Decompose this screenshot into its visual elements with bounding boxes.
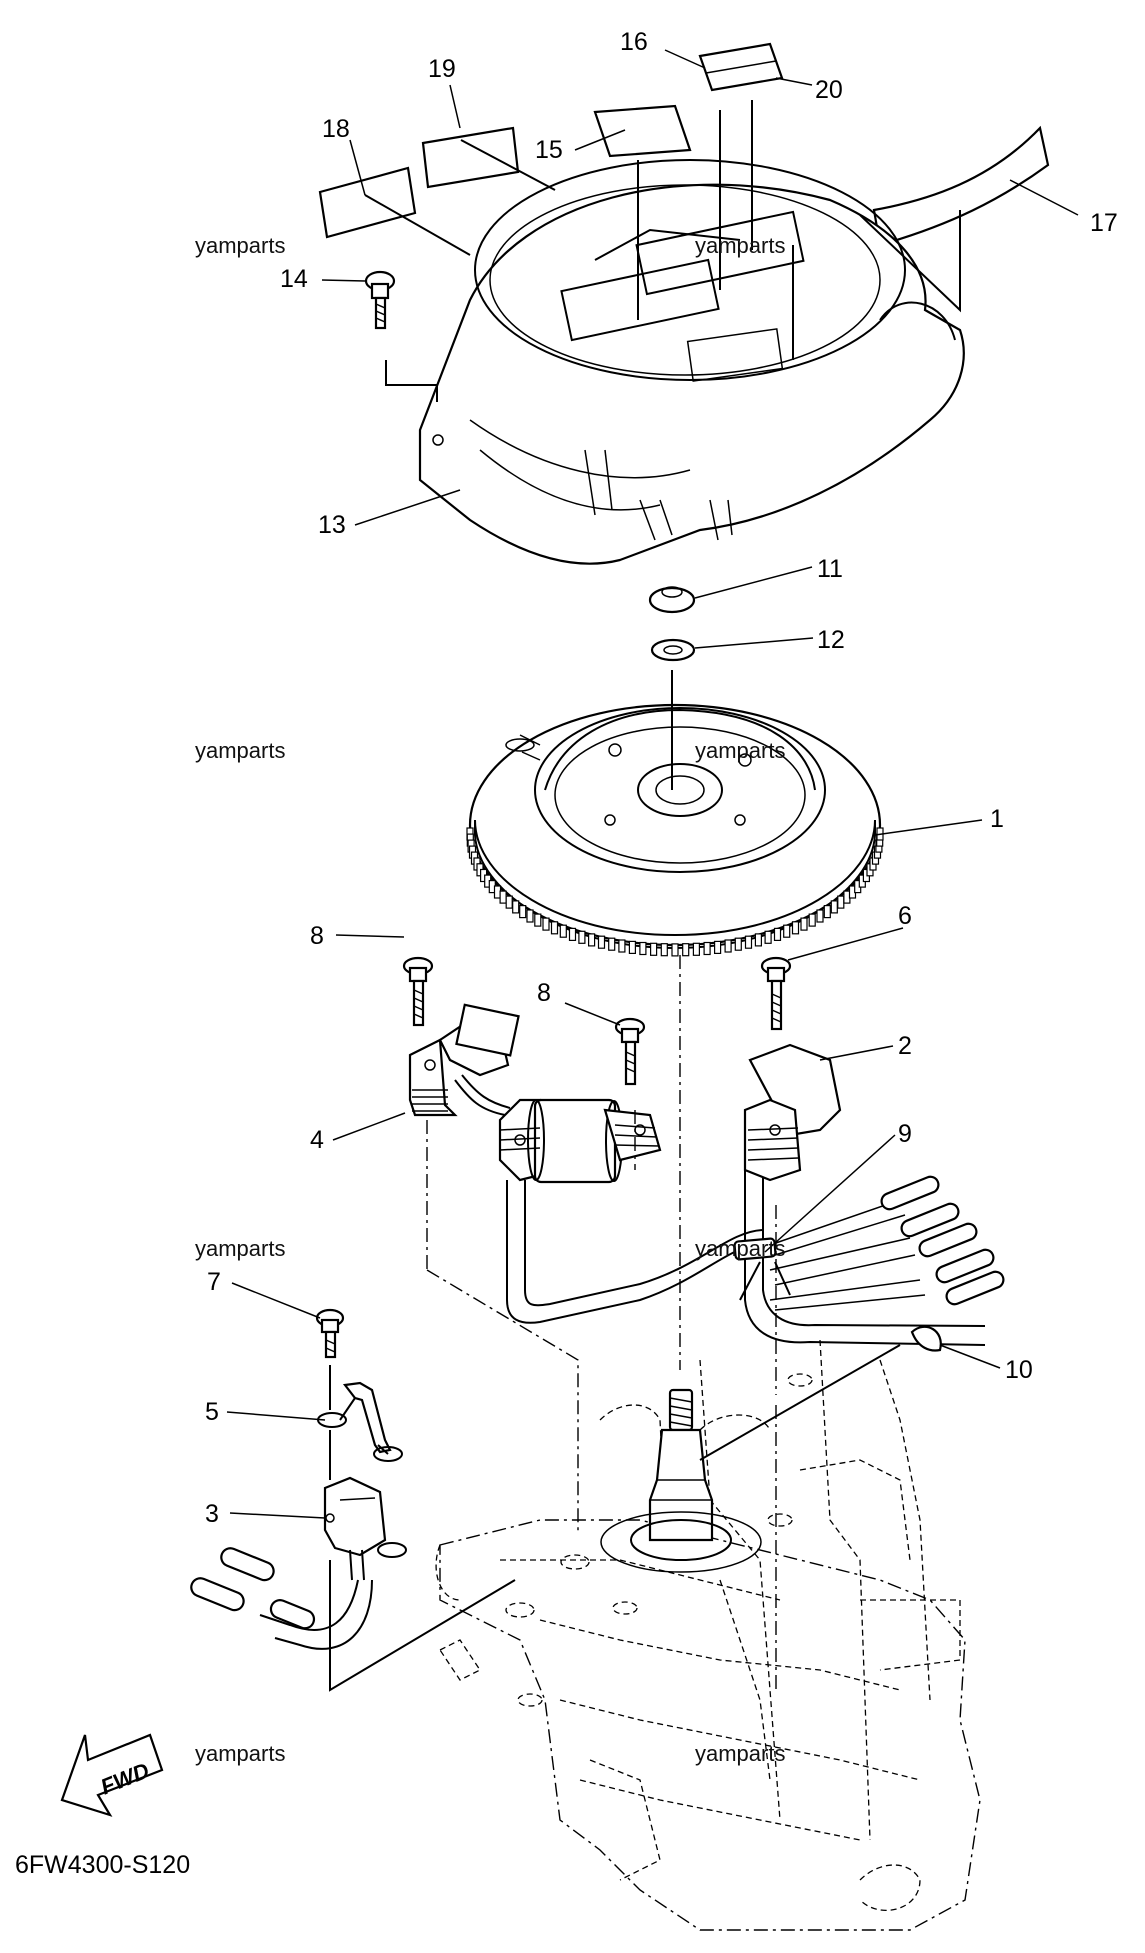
- watermark: yamparts: [695, 1741, 785, 1766]
- callout-10: 10: [1005, 1356, 1033, 1384]
- gear-tooth: [505, 895, 513, 909]
- cdi-unit-3: [190, 1476, 407, 1650]
- callout-11: 11: [817, 555, 843, 583]
- woodruff-key-10: [910, 1325, 942, 1352]
- callout-1: 1: [990, 805, 1004, 833]
- callout-13: 13: [318, 511, 346, 539]
- gear-tooth: [703, 941, 711, 956]
- bracket-5: [317, 1381, 403, 1462]
- gear-tooth: [830, 900, 838, 914]
- gear-tooth: [628, 940, 637, 955]
- callout-4: 4: [310, 1126, 324, 1154]
- gear-tooth: [764, 930, 772, 944]
- bolt-6: [760, 956, 792, 1031]
- gear-tooth: [773, 927, 782, 942]
- callouts: 16 20 19 15 18 17 14 13 11 12 1 6 8 8 2 …: [205, 28, 1118, 1528]
- gear-tooth: [724, 939, 732, 953]
- gear-tooth: [608, 937, 616, 951]
- gear-tooth: [823, 904, 831, 919]
- gear-tooth: [578, 930, 586, 944]
- bolt-8-center: [614, 1017, 646, 1086]
- callout-3: 3: [205, 1500, 219, 1528]
- gear-tooth: [649, 942, 658, 956]
- gear-tooth: [734, 937, 742, 951]
- callout-20: 20: [815, 76, 843, 104]
- watermarks: yamparts yamparts yamparts yamparts yamp…: [195, 233, 785, 1766]
- lighting-coil-2: [743, 1043, 842, 1182]
- gear-tooth: [791, 921, 800, 935]
- gear-tooth: [618, 939, 626, 953]
- callout-8-center: 8: [537, 979, 551, 1007]
- gear-tooth: [639, 941, 647, 956]
- leader-lines: [226, 49, 1079, 1519]
- watermark: yamparts: [195, 233, 285, 258]
- gear-tooth: [837, 895, 845, 909]
- watermark: yamparts: [695, 1236, 785, 1261]
- flywheel: [466, 703, 884, 957]
- gear-tooth: [534, 913, 542, 927]
- gear-tooth: [692, 942, 701, 956]
- gear-tooth: [526, 909, 534, 923]
- gear-tooth: [713, 940, 722, 955]
- gear-tooth: [587, 933, 596, 947]
- bolt-14: [364, 270, 438, 402]
- gear-tooth: [542, 917, 550, 931]
- fwd-arrow-icon: FWD: [60, 1733, 164, 1817]
- gear-tooth: [754, 933, 763, 947]
- figure-code: 6FW4300-S120: [15, 1851, 190, 1879]
- gear-tooth: [559, 924, 567, 938]
- wire-clamp-9: [733, 1237, 777, 1261]
- bolt-8-left: [402, 956, 434, 1027]
- decal-16-20: [698, 42, 784, 92]
- powerhead-block: [435, 1339, 981, 1931]
- washer-12: [650, 638, 696, 662]
- callout-9: 9: [898, 1120, 912, 1148]
- gear-tooth: [597, 935, 606, 949]
- gear-tooth: [682, 943, 690, 957]
- callout-18: 18: [322, 115, 350, 143]
- connectors-right: [880, 1175, 1005, 1306]
- callout-5: 5: [205, 1398, 219, 1426]
- watermark: yamparts: [195, 738, 285, 763]
- gear-tooth: [499, 890, 507, 904]
- decal-15: [593, 104, 692, 158]
- decal-18: [318, 166, 417, 239]
- callout-16: 16: [620, 28, 648, 56]
- gear-tooth: [783, 924, 791, 938]
- watermark: yamparts: [695, 738, 785, 763]
- watermark: yamparts: [195, 1236, 285, 1261]
- gear-tooth: [800, 917, 808, 931]
- callout-15: 15: [535, 136, 563, 164]
- flywheel-cover: [418, 159, 965, 565]
- pulser-coil-4: [408, 1003, 520, 1117]
- gear-tooth: [808, 913, 816, 927]
- gear-tooth: [671, 943, 679, 957]
- callout-12: 12: [817, 626, 845, 654]
- gear-tooth: [512, 900, 520, 914]
- callout-2: 2: [898, 1032, 912, 1060]
- callout-8-left: 8: [310, 922, 324, 950]
- callout-19: 19: [428, 55, 456, 83]
- decal-19: [421, 126, 520, 189]
- assembly-lines: [329, 100, 961, 1692]
- callout-6: 6: [898, 902, 912, 930]
- watermark: yamparts: [695, 233, 785, 258]
- gear-tooth: [744, 935, 753, 949]
- decal-17: [872, 125, 1050, 247]
- callout-17: 17: [1090, 209, 1118, 237]
- gear-tooth: [816, 909, 824, 923]
- gear-tooth: [660, 943, 668, 957]
- nut-11: [648, 586, 696, 614]
- watermark: yamparts: [195, 1741, 285, 1766]
- gear-tooth: [519, 904, 527, 919]
- gear-tooth: [568, 927, 577, 942]
- screw-7: [315, 1308, 345, 1359]
- gear-tooth: [550, 921, 559, 935]
- callout-7: 7: [207, 1268, 221, 1296]
- charge-coil: [454, 1074, 662, 1184]
- callout-14: 14: [280, 265, 308, 293]
